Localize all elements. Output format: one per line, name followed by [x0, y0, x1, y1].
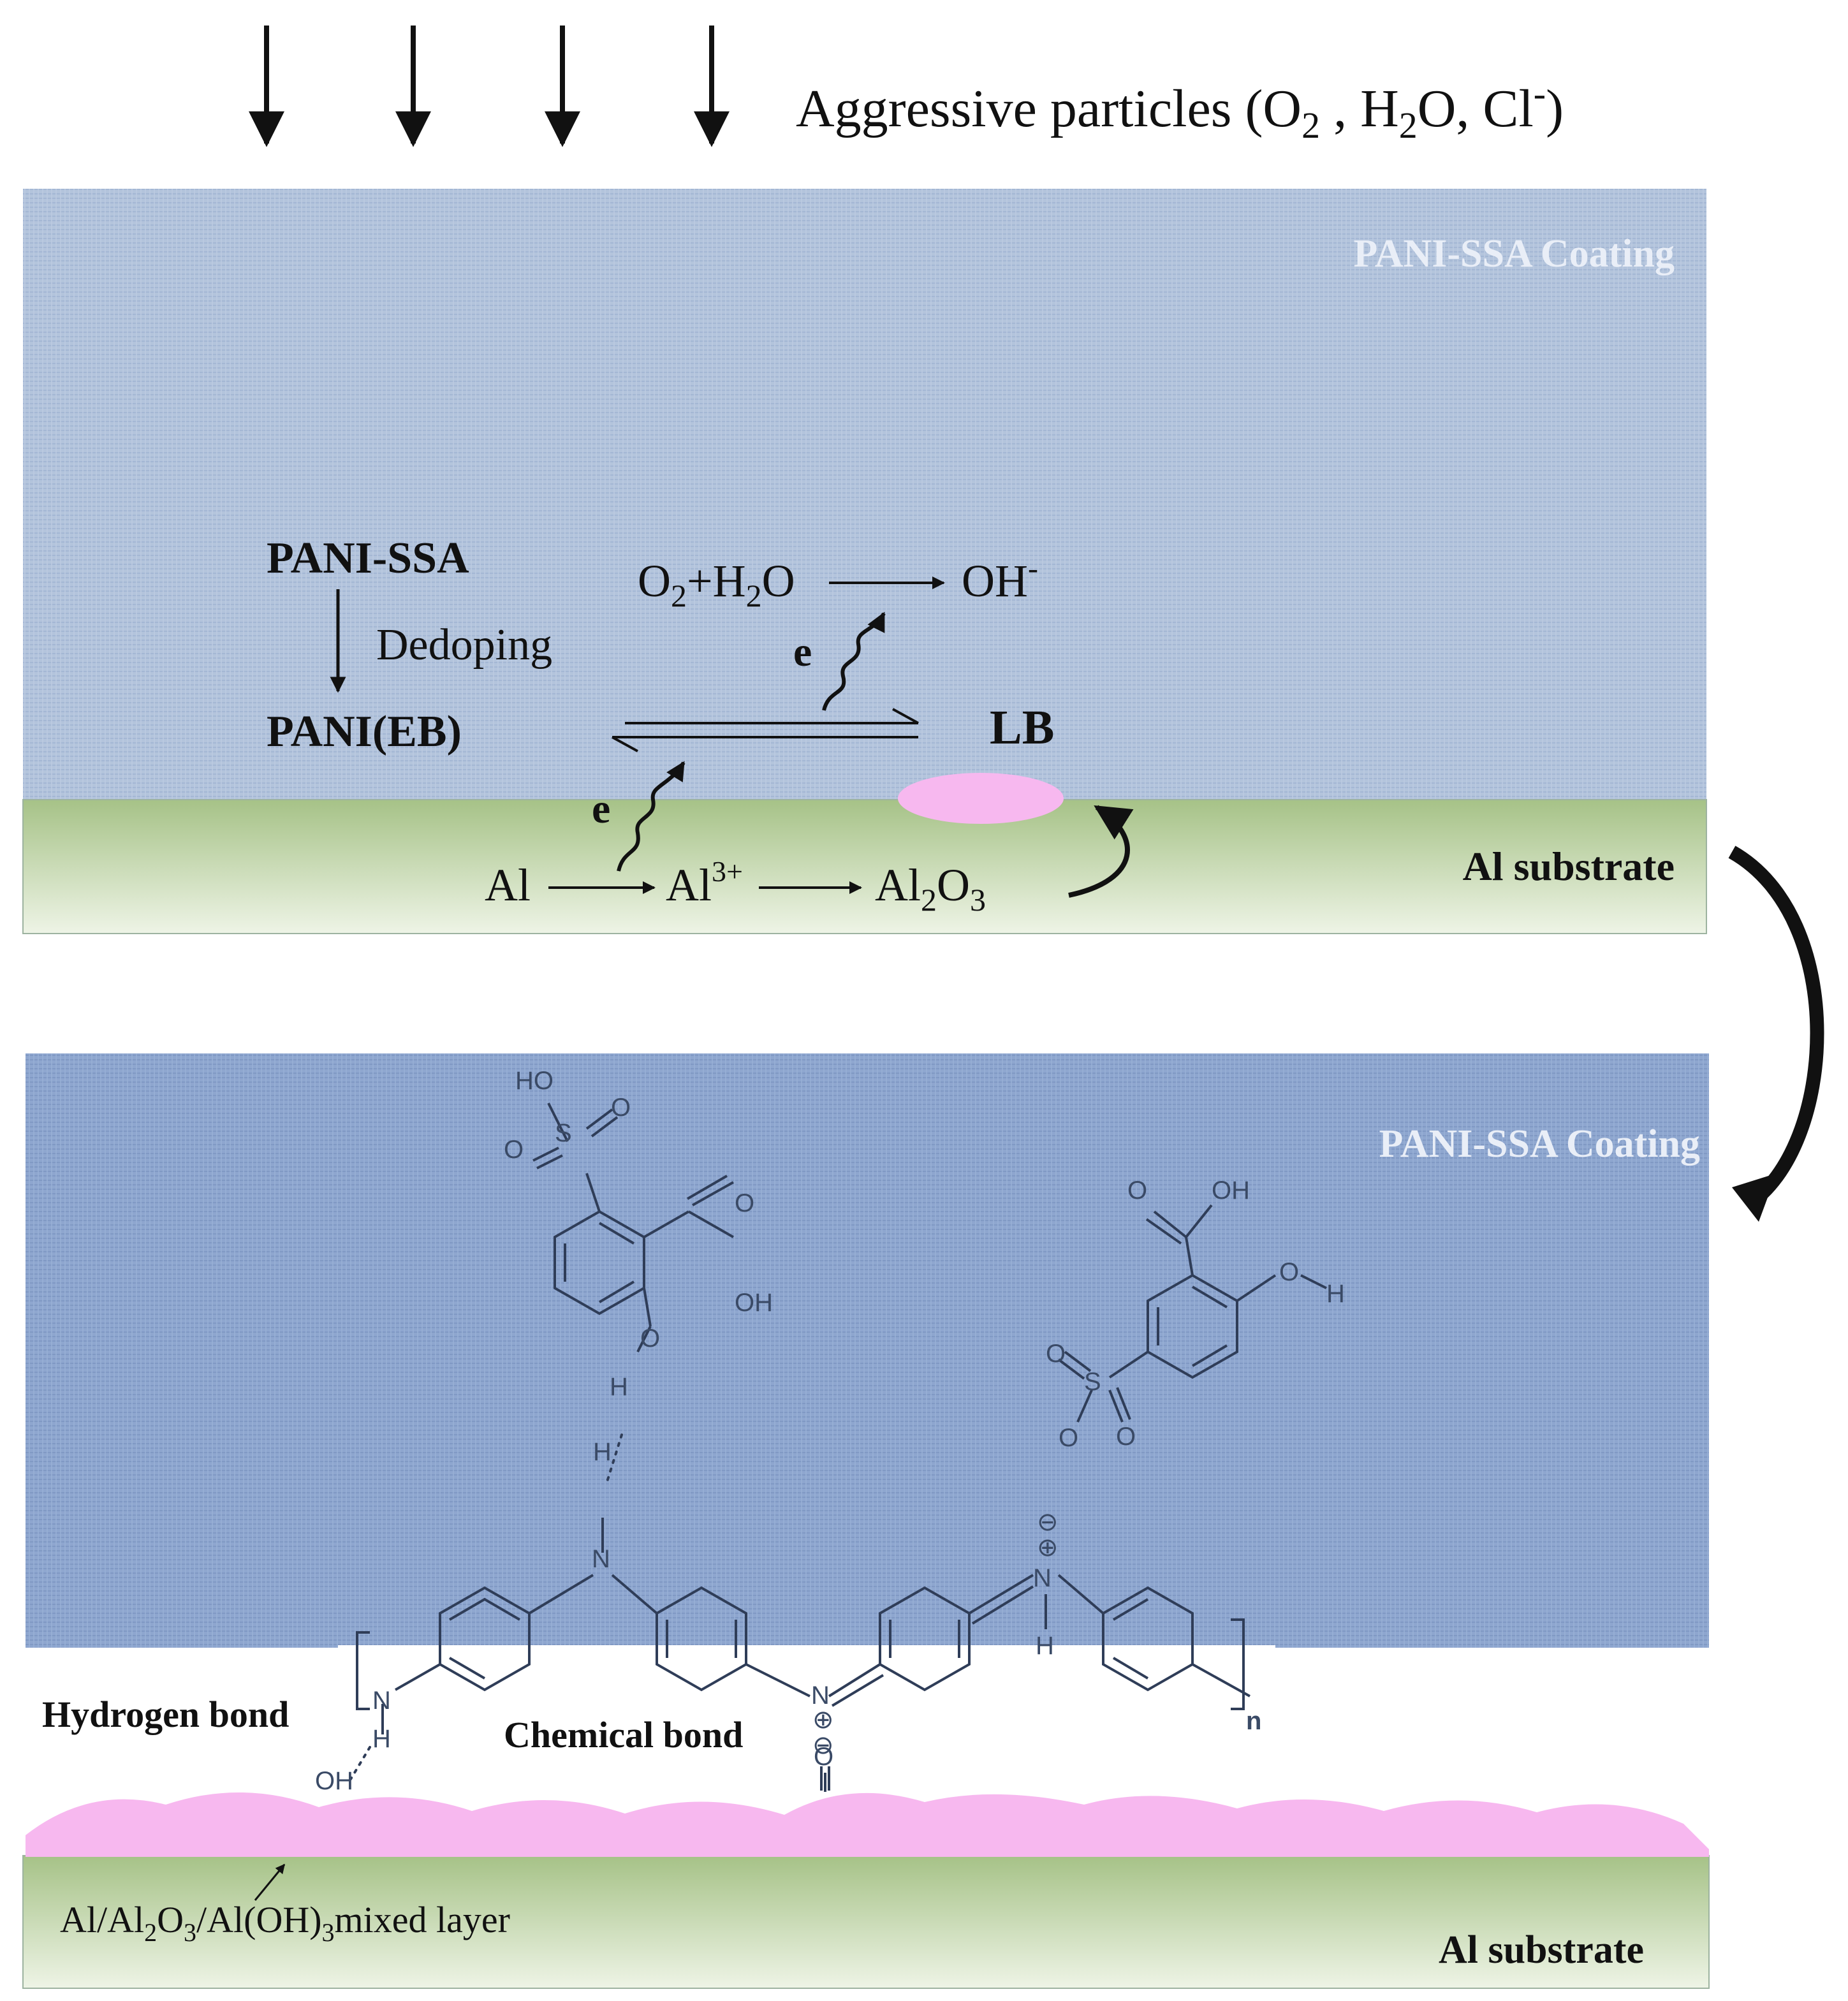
mixed-layer-label: Al/Al2O3/Al(OH)3mixed layer [60, 1899, 510, 1947]
mixed-layer-pointer [254, 1863, 286, 1901]
pani-ssa-label: PANI-SSA [267, 534, 469, 583]
svg-text:N: N [1033, 1564, 1052, 1592]
svg-text:S: S [1084, 1368, 1101, 1396]
aggressive-arrows [249, 26, 730, 147]
o2-h2o-reactant: O2+H2O [638, 555, 795, 613]
al3-ion: Al3+ [666, 855, 743, 911]
electron-squiggle-upper [822, 612, 886, 711]
hydrogen-bond-label: Hydrogen bond [42, 1694, 289, 1735]
svg-text:OH: OH [315, 1767, 353, 1795]
svg-text:HO: HO [515, 1067, 554, 1095]
pani-ssa-structure [349, 1103, 1327, 1792]
dedoping-label: Dedoping [376, 620, 552, 670]
pani-eb-label: PANI(EB) [267, 707, 462, 756]
svg-text:H: H [372, 1725, 391, 1753]
oxide-formation-arrow [1068, 805, 1134, 898]
chemical-bond-label: Chemical bond [504, 1714, 743, 1755]
svg-text:N: N [372, 1687, 391, 1715]
coating-layer [23, 189, 1706, 800]
coating-label-bottom: PANI-SSA Coating [1379, 1122, 1700, 1166]
svg-text:O: O [504, 1136, 524, 1164]
electron-label-lower: e [592, 786, 610, 832]
svg-text:O: O [611, 1094, 631, 1122]
svg-text:O: O [1279, 1258, 1299, 1286]
hydroxide-product: OH- [962, 552, 1038, 606]
svg-text:n: n [1246, 1707, 1261, 1735]
svg-text:H: H [593, 1438, 612, 1466]
transition-arrow [1728, 846, 1824, 1212]
atom-labels: HO S O O O OH O H H N N ⊖ ⊕ H N ⊕ ⊖ O N … [315, 1067, 1345, 1795]
svg-text:O: O [1046, 1340, 1066, 1368]
coating-label: PANI-SSA Coating [1353, 232, 1675, 275]
svg-text:H: H [1036, 1632, 1054, 1660]
svg-text:OH: OH [735, 1289, 773, 1317]
coating-layer-bottom [26, 1053, 1709, 1648]
lb-label: LB [990, 701, 1054, 754]
svg-text:O: O [735, 1189, 754, 1217]
electron-squiggle-lower [617, 761, 686, 872]
svg-text:O: O [814, 1743, 833, 1771]
substrate-layer-bottom [22, 1855, 1710, 1989]
oxide-spot [898, 773, 1064, 824]
al2o3-product: Al2O3 [875, 860, 986, 918]
svg-text:S: S [555, 1119, 572, 1147]
svg-text:OH: OH [1212, 1176, 1250, 1205]
svg-text:H: H [610, 1373, 628, 1401]
svg-text:O: O [1116, 1423, 1136, 1451]
substrate-label-bottom: Al substrate [1439, 1928, 1644, 1972]
svg-text:H: H [1326, 1280, 1345, 1308]
panel-top: PANI-SSA Coating Al substrate PANI-SSA D… [22, 189, 1707, 934]
svg-text:N: N [592, 1545, 610, 1573]
substrate-layer [22, 799, 1707, 934]
substrate-label: Al substrate [1463, 844, 1675, 889]
panel-bottom: PANI-SSA Coating Al substrate [22, 1053, 1710, 1989]
svg-text:⊖: ⊖ [1037, 1508, 1059, 1536]
svg-text:O: O [640, 1324, 660, 1352]
svg-text:⊕: ⊕ [1037, 1534, 1059, 1562]
oxide-mixed-layer [26, 1792, 1709, 1857]
svg-text:O: O [1059, 1424, 1078, 1452]
svg-text:⊕: ⊕ [812, 1706, 834, 1734]
chain-backdrop [338, 1645, 1275, 1741]
al-reactant: Al [485, 860, 531, 911]
transition-arrowhead [1732, 1173, 1777, 1222]
electron-label-upper: e [793, 629, 812, 675]
aggressive-particles-label: Aggressive particles (O2 , H2O, Cl-) [796, 73, 1564, 146]
svg-text:O: O [1127, 1176, 1147, 1205]
svg-text:N: N [811, 1682, 830, 1710]
svg-text:⊖: ⊖ [812, 1731, 834, 1759]
equilibrium-arrows [612, 708, 919, 752]
